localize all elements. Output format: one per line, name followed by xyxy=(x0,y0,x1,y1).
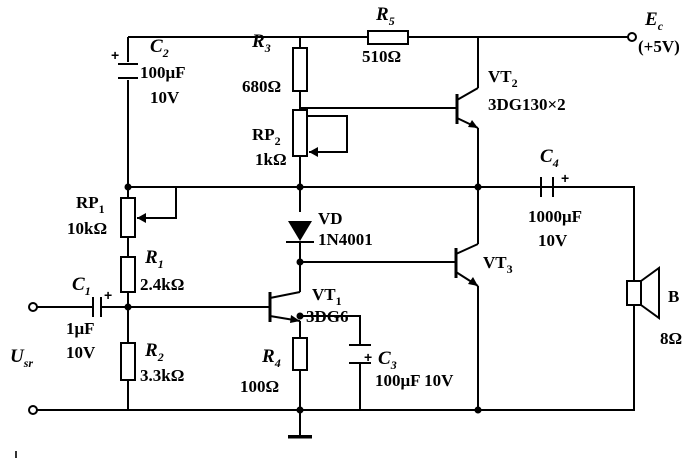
c4-plus: + xyxy=(561,170,569,186)
r4-label: R4 xyxy=(261,346,281,370)
r2-label: R2 xyxy=(144,340,164,364)
diode-vd xyxy=(286,221,314,243)
vd-type: 1N4001 xyxy=(318,230,373,249)
c1-label: C1 xyxy=(72,274,91,298)
c2-plus: + xyxy=(111,47,119,63)
c4-voltage: 10V xyxy=(538,231,568,250)
c1-voltage: 10V xyxy=(66,343,96,362)
ground-symbol xyxy=(288,410,312,439)
c3-value: 100μF 10V xyxy=(375,371,454,390)
resistor-r3 xyxy=(292,47,308,92)
capacitor-c3 xyxy=(349,344,371,364)
vt1-type: 3DG6 xyxy=(306,307,349,326)
input-voltage-label: Usr xyxy=(10,346,33,370)
r5-label: R5 xyxy=(375,4,395,28)
transistor-vt1 xyxy=(268,291,301,323)
resistor-r4 xyxy=(292,337,308,371)
vt3-label: VT3 xyxy=(483,253,513,276)
potentiometer-rp2 xyxy=(292,109,318,157)
resistor-r1 xyxy=(120,256,136,293)
vt2-label: VT2 xyxy=(488,67,518,90)
capacitor-c2 xyxy=(118,63,138,79)
vd-label: VD xyxy=(318,209,343,228)
c3-label: C3 xyxy=(378,348,397,372)
capacitor-c1 xyxy=(92,297,102,317)
junction-dots xyxy=(124,183,482,414)
resistor-r5 xyxy=(367,30,409,45)
rp2-value: 1kΩ xyxy=(255,150,287,169)
c4-label: C4 xyxy=(540,146,559,170)
c2-value: 100μF xyxy=(140,63,186,82)
ec-label: Ec xyxy=(644,9,664,33)
c1-plus: + xyxy=(104,287,112,303)
speaker-label: B xyxy=(668,287,679,306)
rp1-value: 10kΩ xyxy=(67,219,107,238)
resistor-r2 xyxy=(120,342,136,381)
terminals xyxy=(28,32,637,415)
c2-label: C2 xyxy=(150,36,169,60)
wires xyxy=(15,36,635,458)
r2-value: 3.3kΩ xyxy=(140,366,184,385)
c4-value: 1000μF xyxy=(528,207,582,226)
speaker-value: 8Ω xyxy=(660,329,682,348)
rp1-label: RP1 xyxy=(76,193,105,216)
c2-voltage: 10V xyxy=(150,88,180,107)
r4-value: 100Ω xyxy=(240,377,279,396)
ec-value: (+5V) xyxy=(638,37,680,56)
r3-value: 680Ω xyxy=(242,77,281,96)
transistor-vt2 xyxy=(455,87,479,129)
vt2-type: 3DG130×2 xyxy=(488,95,566,114)
r1-value: 2.4kΩ xyxy=(140,275,184,294)
c1-value: 1μF xyxy=(66,319,95,338)
speaker-b xyxy=(626,264,660,320)
capacitor-c4 xyxy=(540,177,554,197)
r1-label: R1 xyxy=(144,247,164,271)
r5-value: 510Ω xyxy=(362,47,401,66)
c3-plus: + xyxy=(364,349,372,365)
rp2-label: RP2 xyxy=(252,125,281,148)
vt1-label: VT1 xyxy=(312,285,342,308)
transistor-vt3 xyxy=(454,243,479,287)
r3-label: R3 xyxy=(251,31,271,55)
potentiometer-rp1 xyxy=(120,197,146,238)
